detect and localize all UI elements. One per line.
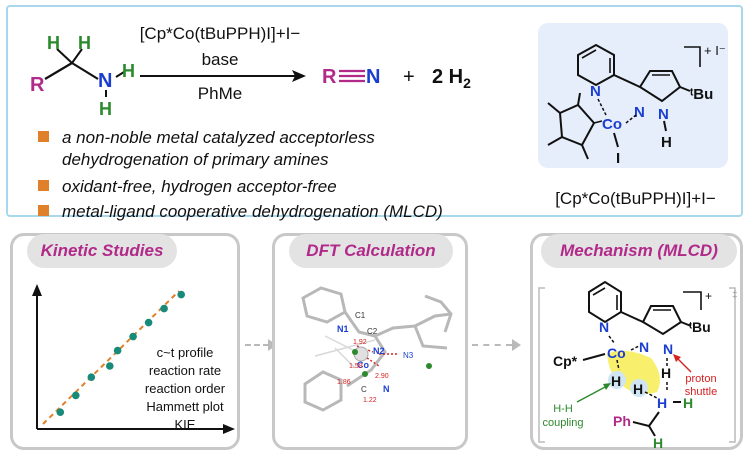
bullet-square xyxy=(38,180,49,191)
reaction-equation: R H H N H H [Cp*Co(tBuPPH)I]+I− base PhM… xyxy=(30,24,471,119)
svg-text:H: H xyxy=(661,134,672,151)
svg-text:H: H xyxy=(657,395,667,411)
kinetic-studies-title: Kinetic Studies xyxy=(27,234,177,268)
catalyst-structure: N N N H ᵗBu Co I + xyxy=(547,43,726,167)
kinetic-item: reaction rate xyxy=(148,363,222,378)
data-point-4 xyxy=(106,362,114,370)
svg-text:C1: C1 xyxy=(355,311,366,320)
product-n: N xyxy=(366,66,380,88)
dft-panel: DFT Calculation N1 N2 C1 C2 Co C N N3 1.… xyxy=(272,233,468,450)
svg-text:H: H xyxy=(611,373,621,389)
kinetic-item: Hammett plot xyxy=(146,399,224,414)
svg-text:ᵗBu: ᵗBu xyxy=(690,86,713,103)
data-point-5 xyxy=(113,346,122,355)
kinetic-item: reaction order xyxy=(144,381,226,396)
substrate-h4: H xyxy=(99,99,112,119)
svg-text:1.92: 1.92 xyxy=(353,339,367,346)
svg-text:C2: C2 xyxy=(367,327,378,336)
flow-arrow-2-head xyxy=(512,339,521,351)
svg-text:H: H xyxy=(683,395,693,411)
svg-text:+ I⁻: + I⁻ xyxy=(704,43,726,58)
svg-text:+: + xyxy=(705,289,712,303)
svg-text:Cp*: Cp* xyxy=(553,353,578,369)
svg-text:N: N xyxy=(599,319,609,335)
svg-text:1.86: 1.86 xyxy=(337,379,351,386)
svg-text:N: N xyxy=(639,339,649,355)
svg-text:N: N xyxy=(590,83,601,100)
svg-text:shuttle: shuttle xyxy=(685,386,717,398)
svg-text:H: H xyxy=(661,365,671,381)
substrate-h2: H xyxy=(78,33,91,53)
svg-text:N3: N3 xyxy=(403,351,414,360)
h2-product: 2 H2 xyxy=(432,66,471,91)
svg-text:I: I xyxy=(616,150,620,167)
mechanism-structure: ‡ N N N ᵗBu + Co Cp* H H H H xyxy=(538,280,738,451)
data-point-8 xyxy=(160,304,168,313)
svg-text:Co: Co xyxy=(357,360,369,370)
svg-text:N: N xyxy=(663,341,673,357)
svg-text:C: C xyxy=(361,385,367,394)
svg-text:proton: proton xyxy=(685,373,716,385)
svg-text:H-H: H-H xyxy=(553,403,573,415)
kinetic-data-points xyxy=(56,290,185,416)
svg-text:1.58: 1.58 xyxy=(349,363,363,370)
dft-structure: N1 N2 C1 C2 Co C N N3 1.92 1.58 1.86 1.2… xyxy=(301,286,453,412)
plus-sign: + xyxy=(403,66,415,88)
catalyst-condition: [Cp*Co(tBuPPH)I]+I− xyxy=(140,24,301,43)
kinetic-studies-panel: Kinetic Studies c~t profile reaction rat… xyxy=(10,233,240,450)
substrate-r: R xyxy=(30,74,45,96)
fit-line xyxy=(42,290,180,425)
cobalt-atom: Co xyxy=(607,345,626,361)
base-condition: base xyxy=(202,50,239,69)
svg-text:2.90: 2.90 xyxy=(375,373,389,380)
data-point-3 xyxy=(87,373,96,381)
catalyst-structure-box: N N N H ᵗBu Co I + xyxy=(538,23,728,168)
bullet-square xyxy=(38,205,49,216)
svg-text:N1: N1 xyxy=(337,324,349,334)
data-point-1 xyxy=(56,408,65,416)
substrate-h3: H xyxy=(122,61,135,81)
data-point-9 xyxy=(177,290,185,299)
catalyst-caption: [Cp*Co(tBuPPH)I]+I− xyxy=(555,189,716,208)
mechanism-title: Mechanism (MLCD) xyxy=(541,234,737,268)
flow-arrow-1 xyxy=(245,344,269,346)
svg-text:N2: N2 xyxy=(373,346,385,356)
mechanism-panel: Mechanism (MLCD) ‡ N N N ᵗBu + Co Cp* H … xyxy=(530,233,743,451)
data-point-7 xyxy=(144,318,153,327)
svg-text:1.22: 1.22 xyxy=(363,397,377,404)
svg-text:N: N xyxy=(634,104,645,121)
reaction-overview-panel: R H H N H H [Cp*Co(tBuPPH)I]+I− base PhM… xyxy=(6,5,743,221)
kinetic-item: KIE xyxy=(174,417,196,432)
substrate-n: N xyxy=(98,70,112,92)
cobalt-atom: Co xyxy=(602,116,622,133)
svg-text:N: N xyxy=(383,384,390,394)
svg-text:coupling: coupling xyxy=(543,417,584,429)
kinetic-item: c~t profile xyxy=(156,345,214,360)
data-point-6 xyxy=(129,332,137,341)
svg-text:N: N xyxy=(658,106,669,123)
svg-text:ᵗBu: ᵗBu xyxy=(689,319,711,335)
bullet-square xyxy=(38,131,49,142)
data-point-2 xyxy=(72,391,80,400)
svg-text:H: H xyxy=(653,435,663,451)
substrate-h1: H xyxy=(47,33,60,53)
dft-title: DFT Calculation xyxy=(289,234,453,268)
svg-text:‡: ‡ xyxy=(732,290,738,301)
kinetic-chart xyxy=(32,284,235,434)
svg-text:H: H xyxy=(633,381,643,397)
kinetic-methods-list: c~t profile reaction rate reaction order… xyxy=(135,344,235,434)
product-r: R xyxy=(322,66,337,88)
flow-arrow-2 xyxy=(472,344,512,346)
svg-text:Ph: Ph xyxy=(613,413,631,429)
solvent-condition: PhMe xyxy=(198,84,242,103)
